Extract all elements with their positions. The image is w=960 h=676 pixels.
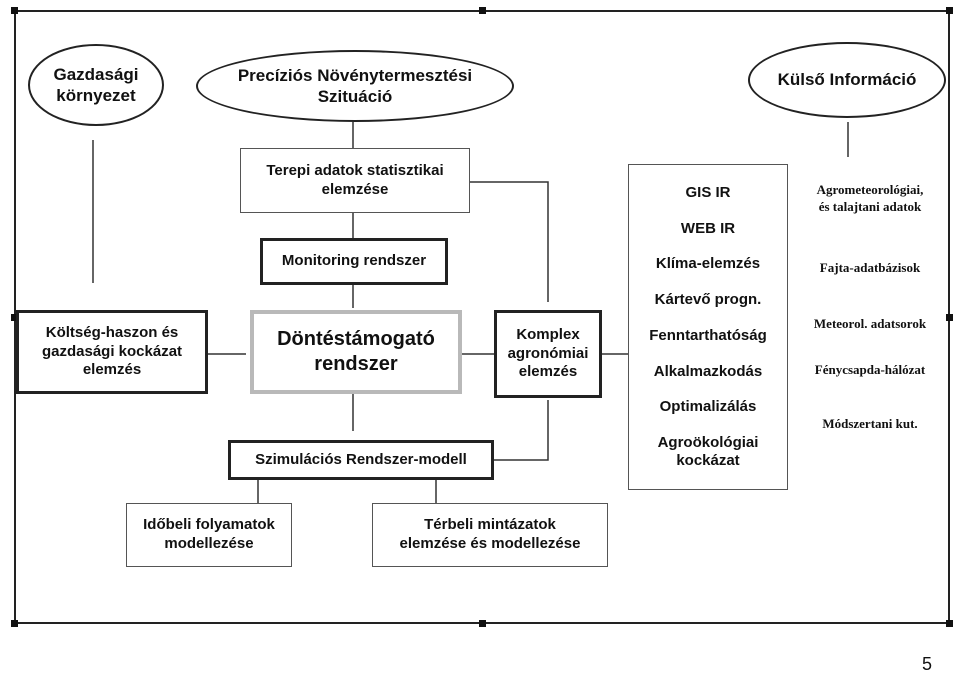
node-dontestamogato-rendszer[interactable]: Döntéstámogató rendszer [250, 310, 462, 394]
list-item: Kártevő progn. [654, 291, 762, 309]
systems-list-box[interactable]: GIS IR WEB IR Klíma-elemzés Kártevő prog… [628, 164, 788, 490]
frame-handle-tm[interactable] [479, 7, 486, 14]
frame-handle-br[interactable] [946, 620, 953, 627]
node-idobeli-folyamatok[interactable]: Időbeli folyamatok modellezése [126, 503, 292, 567]
list-item: Agroökológiai kockázat [657, 434, 759, 470]
list-item: Klíma-elemzés [655, 255, 761, 273]
line-terepi-komplex [470, 181, 549, 302]
frame-handle-bm[interactable] [479, 620, 486, 627]
node-kulso-informacio[interactable]: Külső Információ [748, 42, 946, 118]
external-source-modszertani: Módszertani kut. [822, 416, 918, 431]
page-number: 5 [922, 654, 933, 674]
frame-handle-tr[interactable] [946, 7, 953, 14]
frame-handle-mr[interactable] [946, 314, 953, 321]
node-terbeli-mintazatok[interactable]: Térbeli mintázatok elemzése és modellezé… [372, 503, 608, 567]
node-precizios-szituacio[interactable]: Precíziós Növénytermesztési Szituáció [196, 50, 514, 122]
external-source-meteorol: Meteorol. adatsorok [813, 316, 927, 331]
frame-handle-bl[interactable] [11, 620, 18, 627]
node-gazdasagi-kornyezet[interactable]: Gazdasági környezet [28, 44, 164, 126]
list-item: Fenntarthatóság [649, 326, 767, 344]
line-komplex-szimulacios [494, 400, 549, 461]
list-item: Optimalizálás [659, 398, 757, 416]
list-item: GIS IR [685, 183, 731, 201]
frame-handle-tl[interactable] [11, 7, 18, 14]
external-source-fajta: Fajta-adatbázisok [819, 260, 921, 275]
node-terepi-adatok[interactable]: Terepi adatok statisztikai elemzése [240, 148, 470, 213]
external-source-agrometeorologiai: Agrometeorológiai, és talajtani adatok [816, 182, 924, 214]
frame-handle-ml[interactable] [11, 314, 18, 321]
list-item: Alkalmazkodás [653, 362, 763, 380]
node-koltseg-haszon[interactable]: Költség-haszon és gazdasági kockázat ele… [16, 310, 208, 394]
node-szimulacios-modell[interactable]: Szimulációs Rendszer-modell [228, 440, 494, 480]
list-item: WEB IR [680, 219, 736, 237]
node-monitoring-rendszer[interactable]: Monitoring rendszer [260, 238, 448, 285]
external-source-fenycsapda: Fénycsapda-hálózat [814, 362, 926, 377]
node-komplex-agronomiai[interactable]: Komplex agronómiai elemzés [494, 310, 602, 398]
